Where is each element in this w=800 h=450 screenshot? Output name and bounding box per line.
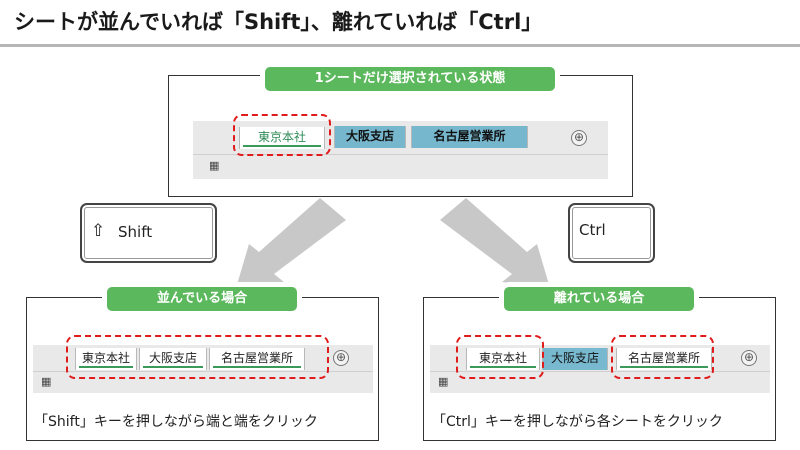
calculator-icon: ▦ xyxy=(438,375,449,388)
sheet-tab-bar: 東京本社 大阪支店 名古屋営業所 ⊕ ▦ xyxy=(193,121,608,179)
sheet-tab-nagoya[interactable]: 名古屋営業所 xyxy=(411,126,528,148)
adjacent-sheets-panel: 東京本社 大阪支店 名古屋営業所 ⊕ ▦ 並んでいる場合 「Shift」キーを押… xyxy=(26,287,379,441)
add-sheet-icon[interactable]: ⊕ xyxy=(333,350,349,366)
sheet-tab-nagoya[interactable]: 名古屋営業所 xyxy=(616,348,712,370)
add-sheet-icon[interactable]: ⊕ xyxy=(741,350,757,366)
title-divider xyxy=(0,44,800,47)
highlight-tokyo xyxy=(456,335,544,379)
state-label-pill: 離れている場合 xyxy=(504,287,694,311)
sheet-tab-tokyo[interactable]: 東京本社 xyxy=(466,348,540,370)
highlight-nagoya xyxy=(611,335,714,379)
sheet-tab-osaka[interactable]: 大阪支店 xyxy=(542,348,608,370)
ctrl-key-label: Ctrl xyxy=(579,221,606,239)
sheet-tab-nagoya[interactable]: 名古屋営業所 xyxy=(209,348,305,370)
calculator-icon: ▦ xyxy=(209,159,220,172)
state-label-pill: 1シートだけ選択されている状態 xyxy=(265,67,555,91)
highlight-range xyxy=(66,335,329,379)
single-selection-panel: 東京本社 大阪支店 名古屋営業所 ⊕ ▦ 1シートだけ選択されている状態 xyxy=(168,67,633,197)
arrow-down-right xyxy=(440,198,550,288)
state-label-pill: 並んでいる場合 xyxy=(107,287,297,311)
page-title: シートが並んでいれば「Shift」、離れていれば「Ctrl」 xyxy=(14,10,543,34)
sheet-tab-tokyo[interactable]: 東京本社 xyxy=(239,127,325,149)
highlight-tokyo xyxy=(233,114,331,156)
shift-key: ⇧ Shift xyxy=(80,203,217,263)
instruction-caption: 「Shift」キーを押しながら端と端をクリック xyxy=(34,414,318,430)
sheet-tab-osaka[interactable]: 大阪支店 xyxy=(334,126,406,148)
add-sheet-icon[interactable]: ⊕ xyxy=(571,130,587,146)
ctrl-key: Ctrl xyxy=(568,203,655,263)
instruction-caption: 「Ctrl」キーを押しながら各シートをクリック xyxy=(432,414,723,430)
shift-key-label: Shift xyxy=(118,223,153,241)
shift-arrow-icon: ⇧ xyxy=(91,221,106,241)
calculator-icon: ▦ xyxy=(41,375,52,388)
sheet-tab-osaka[interactable]: 大阪支店 xyxy=(139,348,207,370)
separate-sheets-panel: 東京本社 大阪支店 名古屋営業所 ⊕ ▦ 離れている場合 「Ctrl」キーを押し… xyxy=(423,287,776,441)
sheet-tab-tokyo[interactable]: 東京本社 xyxy=(75,348,137,370)
arrow-down-left xyxy=(236,198,346,288)
sheet-tab-bar: 東京本社 大阪支店 名古屋営業所 ⊕ ▦ xyxy=(33,345,373,393)
